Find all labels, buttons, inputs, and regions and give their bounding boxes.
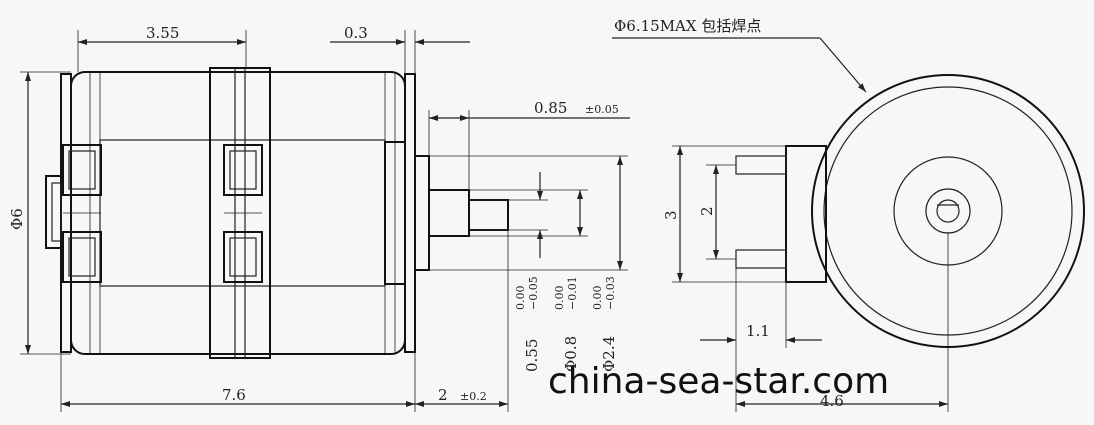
dim-3: 3	[662, 210, 680, 220]
dim-2: 2	[438, 386, 448, 404]
dim-dia-2-4: Φ2.4	[600, 336, 618, 372]
motor-side-view	[45, 67, 509, 359]
dim-dia-0-8-upper: 0.00	[553, 286, 566, 311]
dimension-labels: 3.55 0.3 Φ6.15MAX 包括焊点 0.85 ±0.05 Φ6 7.6…	[8, 17, 844, 410]
dim-dia-2-4-lower: −0.03	[604, 276, 617, 310]
dim-0-3: 0.3	[344, 24, 368, 42]
dim-dia-2-4-upper: 0.00	[591, 286, 604, 311]
dim-1-1: 1.1	[746, 322, 770, 340]
dimension-lines	[20, 30, 949, 412]
dim-6-15-max: Φ6.15MAX 包括焊点	[614, 17, 761, 35]
dim-dia-0-8-lower: −0.01	[566, 276, 579, 310]
dim-0-85-tol: ±0.05	[585, 103, 619, 116]
watermark: china-sea-star.com	[548, 361, 889, 402]
dim-4-6: 4.6	[820, 392, 844, 410]
motor-front-view	[735, 74, 1085, 348]
dim-0-55-upper: 0.00	[514, 286, 527, 311]
dim-0-55-lower: −0.05	[527, 276, 540, 310]
dim-dia-0-8: Φ0.8	[562, 336, 580, 372]
dim-2-tol: ±0.2	[460, 390, 487, 403]
dim-0-55: 0.55	[523, 339, 541, 372]
dim-7-6: 7.6	[222, 386, 246, 404]
dim-dia-6: Φ6	[8, 208, 26, 230]
dim-0-85: 0.85	[534, 99, 567, 117]
dim-2-vertical: 2	[698, 206, 716, 216]
dim-3-55: 3.55	[146, 24, 179, 42]
